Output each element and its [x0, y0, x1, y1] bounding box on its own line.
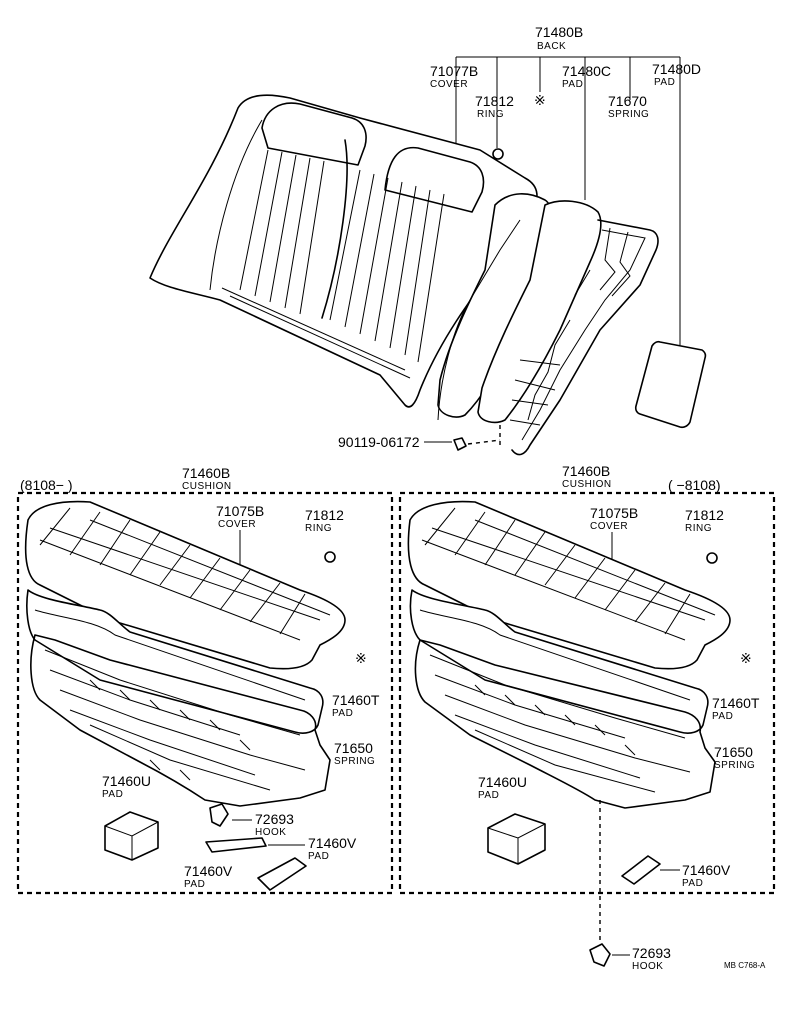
left-pad-v1-part-no: 71460V [308, 835, 357, 851]
right-pad-t-part-no: 71460T [712, 695, 760, 711]
left-pad-t-name: PAD [332, 708, 353, 719]
right-pad-u-shape [487, 813, 546, 865]
left-pad-u-part-no: 71460U [102, 773, 151, 789]
left-cushion-name: CUSHION [182, 481, 232, 492]
back-cover-part-no: 71077B [430, 63, 478, 79]
right-ring-part-no: 71812 [685, 507, 724, 523]
left-cushion-period: (8108− ) [20, 477, 73, 493]
left-pad-v2-name: PAD [184, 879, 205, 890]
drawing-code: MB C768-A [724, 961, 766, 970]
right-cushion-name: CUSHION [562, 479, 612, 490]
back-pad-d-shape [634, 340, 707, 429]
left-cover-part-no: 71075B [216, 503, 264, 519]
back-asterisk: ※ [534, 92, 546, 108]
back-spring-part-no: 71670 [608, 93, 647, 109]
right-hook-shape [589, 943, 611, 967]
back-headrest-right [384, 146, 485, 213]
right-cushion-callouts: ( −8108) 71460B CUSHION 71075B COVER 718… [478, 463, 760, 972]
left-spring-shape [30, 634, 331, 807]
left-hook-part-no: 72693 [255, 811, 294, 827]
back-assembly-callouts: 71480B BACK 71077B COVER 71812 RING ※ 71… [338, 24, 701, 450]
right-cover-name: COVER [590, 521, 628, 532]
right-spring-shape [414, 639, 716, 809]
right-ring-name: RING [685, 523, 712, 534]
right-pad-v-name: PAD [682, 878, 703, 889]
back-screw-part-no: 90119-06172 [338, 434, 420, 450]
right-spring-part-no: 71650 [714, 744, 753, 760]
right-cushion-period: ( −8108) [668, 477, 721, 493]
back-ring-shape [492, 148, 504, 160]
left-pad-t-part-no: 71460T [332, 692, 380, 708]
back-spring-name: SPRING [608, 109, 649, 120]
right-asterisk: ※ [740, 650, 752, 666]
back-pad-c-part-no: 71480C [562, 63, 611, 79]
right-pad-u-part-no: 71460U [478, 774, 527, 790]
back-cover-name: COVER [430, 79, 468, 90]
left-pad-t-shape [26, 589, 324, 734]
left-pad-v2-shape [257, 857, 307, 891]
back-screw-shape [453, 437, 467, 451]
left-pad-v1-shape [205, 837, 267, 853]
back-ring-name: RING [477, 109, 504, 120]
left-spring-part-no: 71650 [334, 740, 373, 756]
right-pad-v-shape [621, 855, 661, 885]
right-pad-v-part-no: 71460V [682, 862, 731, 878]
back-assembly-name: BACK [537, 41, 566, 52]
right-cover-part-no: 71075B [590, 505, 638, 521]
left-asterisk: ※ [355, 650, 367, 666]
back-assembly-part-no: 71480B [535, 24, 583, 40]
left-hook-name: HOOK [255, 827, 286, 838]
right-pad-u-name: PAD [478, 790, 499, 801]
back-spring-frame [511, 219, 659, 456]
left-cushion-part-no: 71460B [182, 465, 230, 481]
left-pad-v1-name: PAD [308, 851, 329, 862]
right-hook-part-no: 72693 [632, 945, 671, 961]
left-ring-shape [324, 551, 336, 563]
right-pad-t-name: PAD [712, 711, 733, 722]
back-ring-part-no: 71812 [475, 93, 514, 109]
right-cushion-drawing [407, 500, 731, 967]
right-hook-name: HOOK [632, 961, 663, 972]
left-pad-v2-part-no: 71460V [184, 863, 233, 879]
back-pad-c-name: PAD [562, 79, 583, 90]
right-spring-name: SPRING [714, 760, 755, 771]
left-pad-u-name: PAD [102, 789, 123, 800]
back-seat-drawing [149, 94, 707, 456]
left-cover-name: COVER [218, 519, 256, 530]
left-cushion-drawing [24, 500, 346, 891]
left-cushion-callouts: (8108− ) 71460B CUSHION 71075B COVER 718… [20, 465, 380, 890]
right-cushion-part-no: 71460B [562, 463, 610, 479]
back-pad-d-name: PAD [654, 77, 675, 88]
left-hook-shape [209, 803, 229, 827]
left-ring-name: RING [305, 523, 332, 534]
right-ring-shape [706, 552, 718, 564]
back-headrest-left [261, 102, 367, 166]
left-ring-part-no: 71812 [305, 507, 344, 523]
left-spring-name: SPRING [334, 756, 375, 767]
back-pad-d-part-no: 71480D [652, 61, 701, 77]
